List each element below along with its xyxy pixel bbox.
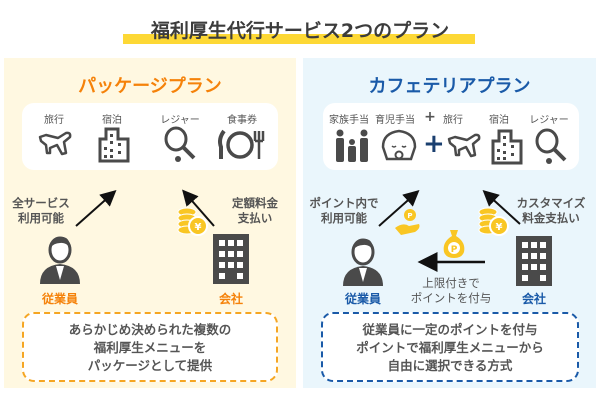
note-line: ポイント内で [309,196,379,210]
menu-label: 育児手当 [375,115,415,126]
menu-label: 家族手当 [329,115,369,126]
description-line: あらかじめ決められた複数の [68,322,232,337]
arrow-company-to-menu [482,189,521,225]
description-line: 福利厚生メニューを [93,340,207,355]
flow-arrows [378,189,521,272]
note-line: 利用可能 [18,211,64,225]
page-title: 福利厚生代行サービス2つのプラン [150,20,450,42]
plus-small-icon: + [424,109,436,125]
menu-label: 食事券 [227,115,257,126]
cafeteria-description: 従業員に一定のポイントを付与 ポイントで福利厚生メニューから 自由に選択できる方… [321,312,579,382]
description-line: パッケージとして提供 [87,358,213,373]
baby-icon [381,129,417,161]
cafeteria-menu-card: 家族手当 育児手当 + 旅行 宿泊 レジャー + [323,103,579,170]
employee-note: 全サービス利用可能 [6,196,76,226]
company-building-icon [516,236,552,286]
coins-yen-icon [478,207,509,236]
title-underline [123,34,475,44]
description-line: 自由に選択できる方式 [387,358,513,373]
svg-text:P: P [451,245,458,255]
employee-person-icon [341,237,385,288]
note-line: 支払い [237,211,273,225]
note-line: 上限付きで [422,276,480,290]
menu-label: 旅行 [443,115,463,126]
family-icon [336,129,368,162]
package-plan-panel: パッケージプラン 旅行 宿泊 レジャー 食事券 全サービス利用可能 定額料金支払… [4,58,296,388]
note-line: ポイントを付与 [410,291,492,305]
note-line: 料金支払い [522,211,580,225]
package-description: あらかじめ決められた複数の 福利厚生メニューを パッケージとして提供 [22,312,278,382]
hand-coin-icon: P [395,209,420,235]
point-bag-icon: P [443,230,465,258]
svg-text:P: P [407,212,412,220]
note-line: 定額料金 [232,196,278,210]
company-building-icon [213,234,249,284]
description-line: ポイントで福利厚生メニューから [356,340,544,355]
company-note: 定額料金支払い [220,196,290,226]
menu-label: 宿泊 [489,115,509,126]
description-line: 従業員に一定のポイントを付与 [362,322,538,337]
employee-label: 従業員 [41,292,78,306]
menu-label: レジャー [160,115,200,126]
flow-arrows [75,189,215,227]
company-label: 会社 [218,292,243,306]
grant-note: 上限付きでポイントを付与 [401,276,501,306]
employee-note: ポイント内で利用可能 [303,196,385,226]
employee-label: 従業員 [344,292,381,306]
dining-icon [218,129,265,159]
menu-label: 旅行 [44,115,64,126]
arrow-company-to-menu [182,189,215,227]
coins-yen-icon [177,207,208,236]
note-line: カスタマイズ [516,196,586,210]
note-line: 利用可能 [321,211,367,225]
arrow-employee-to-menu [75,190,117,227]
menu-label: 宿泊 [102,115,122,126]
cafeteria-plan-title: カフェテリアプラン [368,76,531,97]
employee-person-icon [38,235,82,286]
menu-label: レジャー [529,115,569,126]
arrow-employee-to-menu [378,190,420,227]
note-line: 全サービス [12,196,70,210]
cafeteria-plan-panel: カフェテリアプラン 家族手当 育児手当 + 旅行 宿泊 レジャー + ポイント内… [303,58,596,388]
package-plan-title: パッケージプラン [78,76,222,97]
company-label: 会社 [521,292,546,306]
company-note: カスタマイズ料金支払い [509,196,593,226]
package-menu-card: 旅行 宿泊 レジャー 食事券 [22,103,278,170]
plus-icon: + [423,129,445,159]
